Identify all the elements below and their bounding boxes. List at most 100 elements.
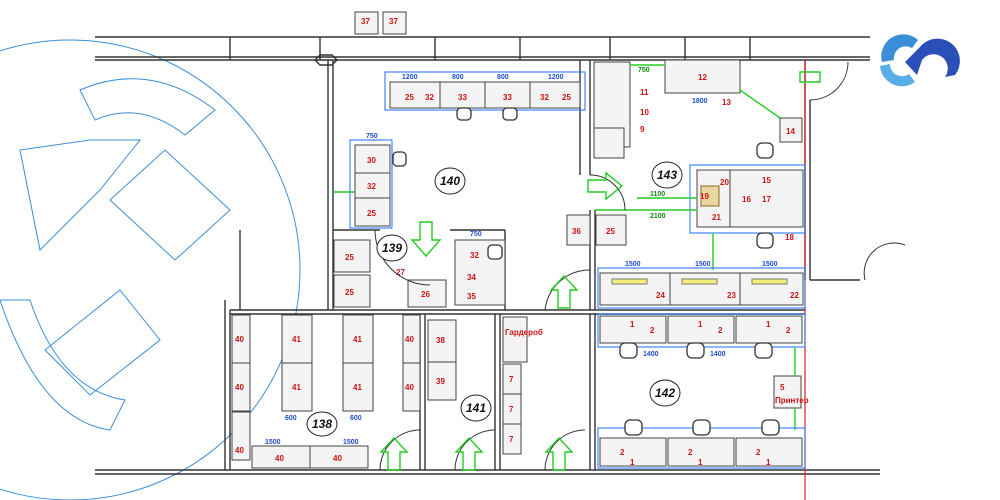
furniture-label: 7: [509, 405, 514, 414]
furniture-label: 32: [367, 182, 376, 191]
chair-icon: [761, 419, 780, 436]
furniture-label: 2: [786, 326, 791, 335]
furniture-label: 2: [718, 326, 723, 335]
furniture-label: 25: [562, 93, 571, 102]
arrow-up-icon: [379, 436, 409, 471]
arrow-down-icon: [410, 221, 442, 258]
furniture-label: 25: [405, 93, 414, 102]
room-142-label: 142: [655, 386, 675, 400]
chair-icon: [619, 342, 638, 359]
furniture-label: 32: [540, 93, 549, 102]
furniture-label: 40: [333, 454, 342, 463]
furniture-label: 40: [235, 383, 244, 392]
arrow-up-icon: [544, 436, 574, 471]
room-139-label: 139: [382, 241, 402, 255]
room-141-label: 141: [466, 401, 486, 415]
furniture-label: 25: [345, 288, 354, 297]
dim-label: 600: [285, 415, 297, 422]
dim-label: 1500: [625, 261, 641, 268]
furniture-label: 16: [742, 195, 751, 204]
furniture-label: 41: [292, 335, 301, 344]
chair-icon: [756, 142, 774, 159]
furniture-label: 40: [405, 383, 414, 392]
furniture-label: 1: [698, 458, 703, 467]
chair-icon: [487, 244, 503, 260]
arrow-right-icon: [587, 171, 624, 201]
dim-label: 1500: [343, 439, 359, 446]
dim-label: 1200: [402, 74, 418, 81]
watermark-logo: [0, 39, 301, 500]
dim-label: 1100: [650, 191, 665, 198]
room-141-furniture: 38 39 Гардероб 7 7 7: [427, 316, 543, 455]
chair-icon: [754, 342, 773, 359]
furniture-label: 36: [572, 227, 581, 236]
furniture-label: 41: [292, 383, 301, 392]
printer-label: Принтер: [775, 396, 809, 405]
furniture-label: 1: [766, 320, 771, 329]
furniture-label: 33: [503, 93, 512, 102]
exit-arrows: [379, 71, 821, 471]
chair-icon: [686, 342, 705, 359]
room-138-label: 138: [312, 417, 332, 431]
furniture-label: 24: [656, 291, 665, 300]
furniture-label: 40: [235, 335, 244, 344]
furniture-label: 23: [727, 291, 736, 300]
dim-label: 800: [497, 74, 509, 81]
furniture-label: 2: [688, 448, 693, 457]
furniture-label: 1: [630, 458, 635, 467]
furniture-label: 11: [640, 88, 649, 97]
furniture-label: 22: [790, 291, 799, 300]
furniture-label: 14: [786, 127, 795, 136]
room-138-furniture: 40 40 40 41 41 41 41 40 40 40 40 1500 15…: [231, 314, 421, 469]
arrow-up-icon: [549, 274, 579, 309]
furniture-label: 20: [720, 178, 729, 187]
dim-label: 1800: [692, 98, 708, 105]
dim-label: 1500: [695, 261, 711, 268]
furniture-label: 38: [436, 336, 445, 345]
furniture-label: 26: [421, 290, 430, 299]
furniture-label: 25: [606, 227, 615, 236]
furniture-label: 18: [785, 233, 794, 242]
chair-icon: [692, 419, 711, 436]
room-labels: 140 139 143 138 141 142: [306, 161, 683, 437]
dim-label: 600: [350, 415, 362, 422]
furniture-label: 13: [722, 98, 731, 107]
dim-label: 1500: [265, 439, 281, 446]
dim-label: 1400: [710, 351, 726, 358]
room-140-furniture: 1200 800 800 1200 25 32 33 33 32 25 30 3…: [333, 71, 627, 246]
label-37: 37: [389, 17, 398, 26]
furniture-label: 27: [396, 268, 405, 277]
chair-icon: [392, 151, 407, 167]
dim-label: 750: [638, 67, 650, 74]
furniture-label: 1: [766, 458, 771, 467]
furniture-label: 9: [640, 125, 645, 134]
furniture-label: 32: [470, 251, 479, 260]
label-36: 37: [361, 17, 370, 26]
furniture-label: 1: [630, 320, 635, 329]
room-143-label: 143: [657, 168, 677, 182]
arrow-right-icon: [799, 71, 821, 83]
dim-label: 1400: [643, 351, 659, 358]
dim-label: 800: [452, 74, 464, 81]
room-140-label: 140: [440, 174, 460, 188]
furniture-label: 41: [353, 335, 362, 344]
room-143-furniture: 11 10 9 12 13 1800 750 14 19 20 21 15 16…: [593, 59, 806, 309]
furniture-label: 41: [353, 383, 362, 392]
dim-label: 1200: [548, 74, 564, 81]
furniture-label: 10: [640, 108, 649, 117]
furniture-label: 2: [756, 448, 761, 457]
furniture-label: 40: [235, 446, 244, 455]
furniture-label: 19: [700, 192, 709, 201]
dim-label: 750: [366, 133, 378, 140]
furniture-label: 7: [509, 435, 514, 444]
furniture-label: 34: [467, 273, 476, 282]
chair-icon: [624, 419, 643, 436]
furniture-label: 35: [467, 292, 476, 301]
corridor-cabinets: 37 37: [354, 11, 407, 35]
furniture-label: 2: [620, 448, 625, 457]
furniture-label: 39: [436, 377, 445, 386]
furniture-label: 7: [509, 375, 514, 384]
dim-label: 2100: [650, 213, 666, 220]
